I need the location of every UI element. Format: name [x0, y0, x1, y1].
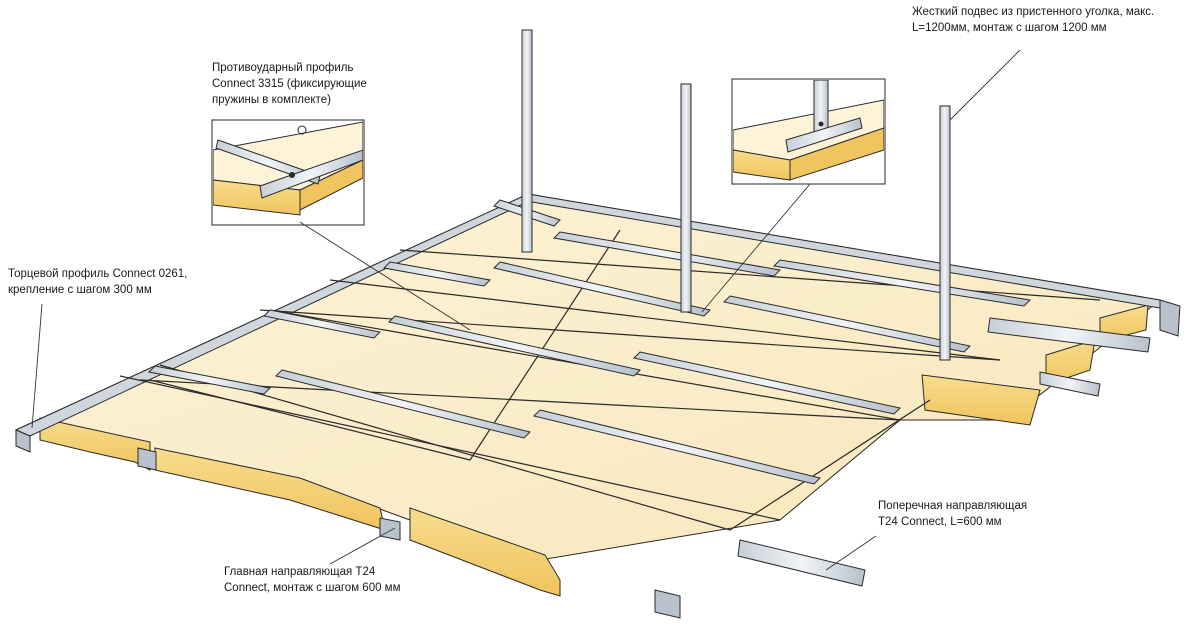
leader-inset-b	[701, 183, 811, 313]
detail-inset-protective-profile	[211, 119, 365, 226]
leader-end-profile	[31, 303, 43, 429]
leader-lines	[31, 49, 1021, 571]
label-main-runner: Главная направляющая T24 Connect, монтаж…	[224, 566, 401, 594]
ceiling-plane	[15, 193, 1162, 597]
leader-main-runner	[329, 527, 396, 565]
leader-cross-tee	[825, 535, 877, 571]
label-rigid-hanger: Жесткий подвес из пристенного уголка, ма…	[912, 6, 1155, 34]
panel-edge-right1	[921, 374, 1041, 426]
panel-edge-mid2	[409, 507, 561, 597]
label-cross-tee: Поперечная направляющая T24 Connect, L=6…	[878, 500, 1028, 528]
leader-rigid-hanger	[949, 49, 1021, 121]
panel-edge-left	[39, 417, 151, 471]
protective-profiles	[147, 199, 1032, 485]
label-end-profile: Торцевой профиль Connect 0261, крепление…	[8, 268, 188, 296]
detail-inset-rigid-hanger	[731, 78, 886, 185]
rigid-hangers	[521, 29, 951, 361]
leader-protect-profile	[299, 221, 471, 331]
label-protective-profile: Противоударный профиль Connect 3315 (фик…	[212, 62, 367, 106]
main-runners	[137, 317, 1151, 619]
